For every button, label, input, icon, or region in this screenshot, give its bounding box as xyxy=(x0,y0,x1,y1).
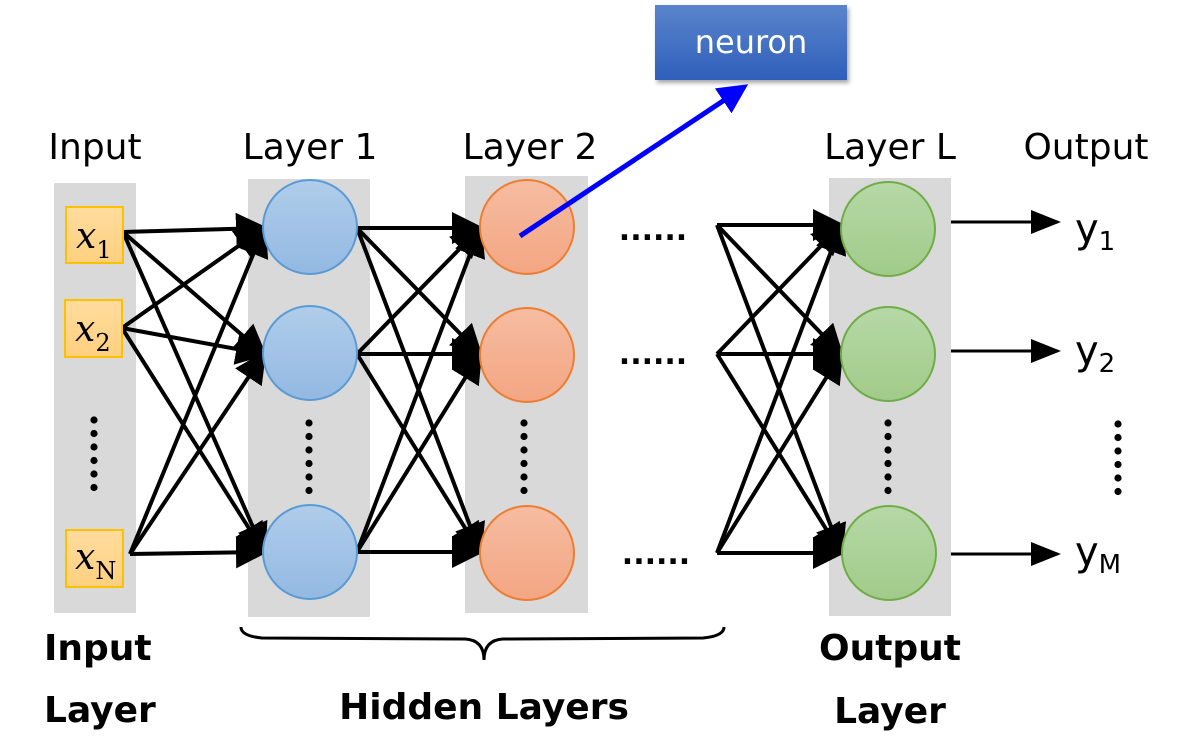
ellipsis-dot xyxy=(884,446,892,454)
output-layer-label-line2: Layer xyxy=(834,691,946,732)
ellipsis-dot xyxy=(520,419,528,427)
connection-edge xyxy=(120,326,267,556)
output-y1: y1 xyxy=(1075,206,1115,257)
ellipsis-dot xyxy=(90,443,98,451)
ellipsis-dot xyxy=(305,459,313,468)
output-var: y xyxy=(1075,529,1099,575)
connection-edge xyxy=(122,212,268,245)
connection-edge xyxy=(121,230,268,357)
connection-edge xyxy=(121,231,268,556)
layer1-title: Layer 1 xyxy=(243,127,378,168)
input-node-x2: x2 xyxy=(64,299,123,358)
layerL-neuron-2 xyxy=(840,306,936,402)
edges-hidden-to-layerL xyxy=(715,209,847,569)
connection-edge xyxy=(715,221,847,554)
output-y2: y2 xyxy=(1075,328,1115,379)
input-sub: N xyxy=(95,557,116,585)
output-title: Output xyxy=(1023,127,1148,168)
output-sub: 2 xyxy=(1099,349,1116,379)
ellipsis-dot xyxy=(1114,487,1122,496)
ellipsis-dot xyxy=(520,446,528,454)
layer1-neuron-n xyxy=(262,504,358,600)
ellipsis-dot xyxy=(90,456,98,465)
layerL-neuron-m xyxy=(841,505,937,601)
edges-layer1-to-layer2 xyxy=(355,212,486,568)
output-layer-label-line1: Output xyxy=(819,628,961,669)
ellipsis-dot xyxy=(90,483,98,492)
input-sub: 1 xyxy=(96,236,111,264)
layer1-neuron-2 xyxy=(262,305,358,401)
svg-text:x2: x2 xyxy=(75,309,111,357)
ellipsis-dot xyxy=(305,419,313,427)
input-node-xN: xN xyxy=(65,529,124,588)
layer2-neuron-2 xyxy=(479,307,575,403)
ellipsis-row-2: ...... xyxy=(619,337,687,372)
output-sub: M xyxy=(1099,550,1121,580)
ellipsis-dot xyxy=(1114,433,1122,442)
neuron-callout-label: neuron xyxy=(695,23,808,61)
input-layer-label-line2: Layer xyxy=(44,690,156,731)
neuron-pointer-line xyxy=(518,84,749,239)
ellipsis-dot xyxy=(884,432,892,441)
edges-input-to-layer1 xyxy=(120,212,269,569)
layerL-title: Layer L xyxy=(824,127,956,168)
ellipsis-dot xyxy=(305,446,313,454)
connection-edge xyxy=(121,326,268,365)
ellipsis-dot xyxy=(90,470,98,478)
input-var: x xyxy=(75,309,95,350)
layer2-neuron-n xyxy=(479,505,575,601)
ellipsis-dot xyxy=(884,486,892,495)
ellipsis-dot xyxy=(305,486,313,495)
ellipsis-dot xyxy=(884,419,892,427)
input-var: x xyxy=(76,216,96,257)
hidden-layers-label: Hidden Layers xyxy=(339,687,629,728)
input-var: x xyxy=(75,537,95,578)
input-title: Input xyxy=(48,127,141,168)
ellipsis-dot xyxy=(884,473,892,481)
neuron-callout xyxy=(655,5,847,80)
output-sub: 1 xyxy=(1099,227,1116,257)
connection-edge xyxy=(128,350,267,556)
vertical-ellipses xyxy=(90,416,1122,496)
connection-edge xyxy=(355,350,483,554)
ellipsis-row-3: ...... xyxy=(622,537,690,572)
ellipsis-dot xyxy=(305,473,313,481)
connection-edge xyxy=(129,536,268,569)
ellipsis-dot xyxy=(1114,460,1122,469)
output-var: y xyxy=(1075,206,1099,252)
ellipsis-dot xyxy=(305,432,313,441)
connection-edge xyxy=(355,224,486,553)
output-yM: yM xyxy=(1075,529,1121,580)
svg-text:xN: xN xyxy=(75,537,116,585)
connection-edge xyxy=(715,350,844,555)
ellipsis-dot xyxy=(1114,447,1122,455)
ellipsis-dot xyxy=(520,473,528,481)
ellipsis-row-1: ...... xyxy=(619,213,687,248)
ellipsis-dot xyxy=(1114,474,1122,482)
ellipsis-dot xyxy=(520,459,528,468)
layer1-neuron-1 xyxy=(262,179,358,275)
ellipsis-dot xyxy=(884,459,892,468)
output-var: y xyxy=(1075,328,1099,374)
edges-layerL-to-output xyxy=(951,210,1061,566)
ellipsis-dot xyxy=(520,432,528,441)
ellipsis-dot xyxy=(90,429,98,438)
connection-edge xyxy=(128,224,269,555)
input-node-x1: x1 xyxy=(65,206,124,264)
svg-text:x1: x1 xyxy=(76,216,112,264)
input-sub: 2 xyxy=(95,329,110,357)
layer2-neuron-1 xyxy=(479,179,575,275)
ellipsis-dot xyxy=(520,486,528,495)
layer2-title: Layer 2 xyxy=(463,127,598,168)
hidden-layers-brace xyxy=(239,626,726,661)
layerL-neuron-1 xyxy=(840,181,936,277)
ellipsis-dot xyxy=(1114,420,1122,428)
ellipsis-dot xyxy=(90,416,98,424)
input-layer-label-line1: Input xyxy=(44,628,152,669)
